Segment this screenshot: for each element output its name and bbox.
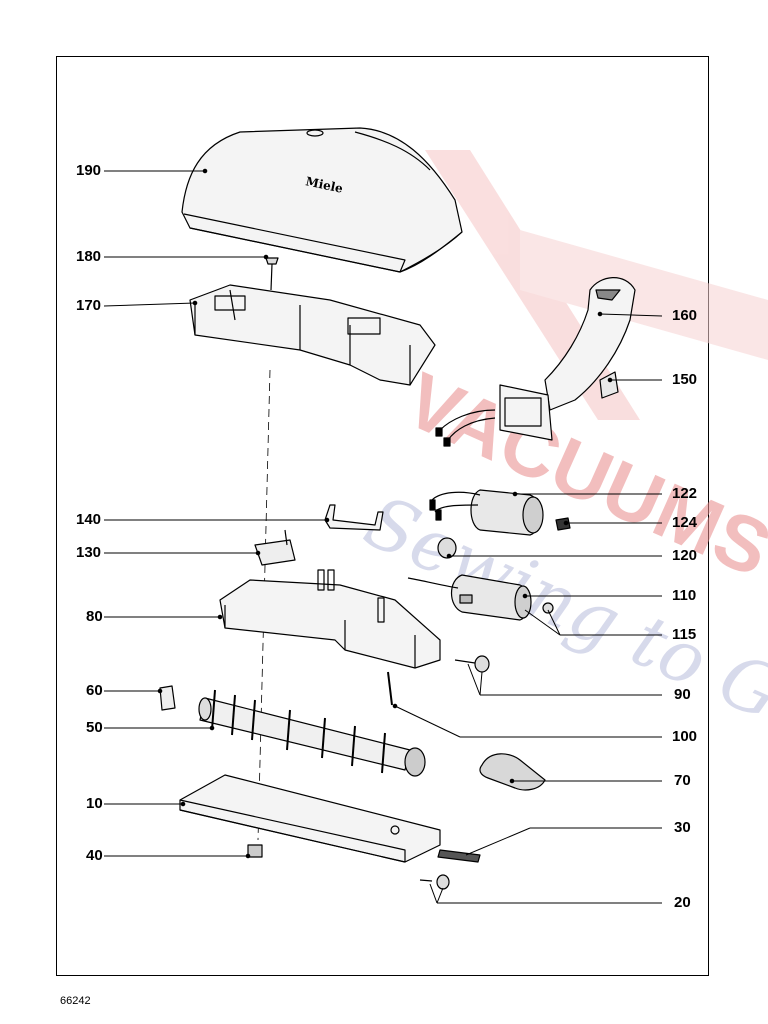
part-140-bracket: [324, 504, 384, 531]
part-100-screw: [387, 671, 393, 706]
label-60: 60: [86, 682, 103, 699]
label-110: 110: [672, 587, 697, 604]
label-70: 70: [674, 772, 691, 789]
label-150: 150: [672, 371, 698, 388]
part-50-brushroll: [198, 689, 426, 777]
label-40: 40: [86, 847, 103, 864]
label-140: 140: [76, 511, 102, 528]
label-190: 190: [76, 162, 102, 179]
label-50: 50: [86, 719, 103, 736]
part-80-base: [219, 569, 441, 669]
part-40-wheel: [247, 844, 263, 858]
part-122-motor: [429, 489, 544, 536]
part-70-belt: [479, 753, 546, 791]
diagram-frame: [56, 56, 709, 976]
part-30-strip: [437, 849, 481, 863]
label-122: 122: [672, 485, 698, 502]
part-130-switch: [254, 529, 296, 566]
part-170-housing: [189, 284, 436, 386]
part-20-roller: [419, 874, 450, 890]
label-10: 10: [86, 795, 103, 812]
label-100: 100: [672, 728, 698, 745]
part-180-screw: [265, 257, 279, 291]
figure-number: 66242: [60, 995, 91, 1007]
part-110-motor: [407, 574, 532, 621]
label-130: 130: [76, 544, 102, 561]
part-115-washer: [542, 602, 554, 614]
part-10-baseplate: [179, 774, 441, 863]
label-170: 170: [76, 297, 102, 314]
leader-lines: [103, 168, 663, 904]
part-90-pulley: [454, 655, 490, 673]
label-180: 180: [76, 248, 102, 265]
part-190-cover: [181, 127, 463, 273]
label-80: 80: [86, 608, 103, 625]
label-160: 160: [672, 307, 698, 324]
part-60-bearing: [159, 685, 176, 711]
label-90: 90: [674, 686, 691, 703]
label-30: 30: [674, 819, 691, 836]
label-20: 20: [674, 894, 691, 911]
label-120: 120: [672, 547, 698, 564]
label-124: 124: [672, 514, 698, 531]
label-115: 115: [672, 626, 697, 643]
part-120-ring: [437, 537, 457, 559]
part-160-tube: [435, 277, 636, 447]
